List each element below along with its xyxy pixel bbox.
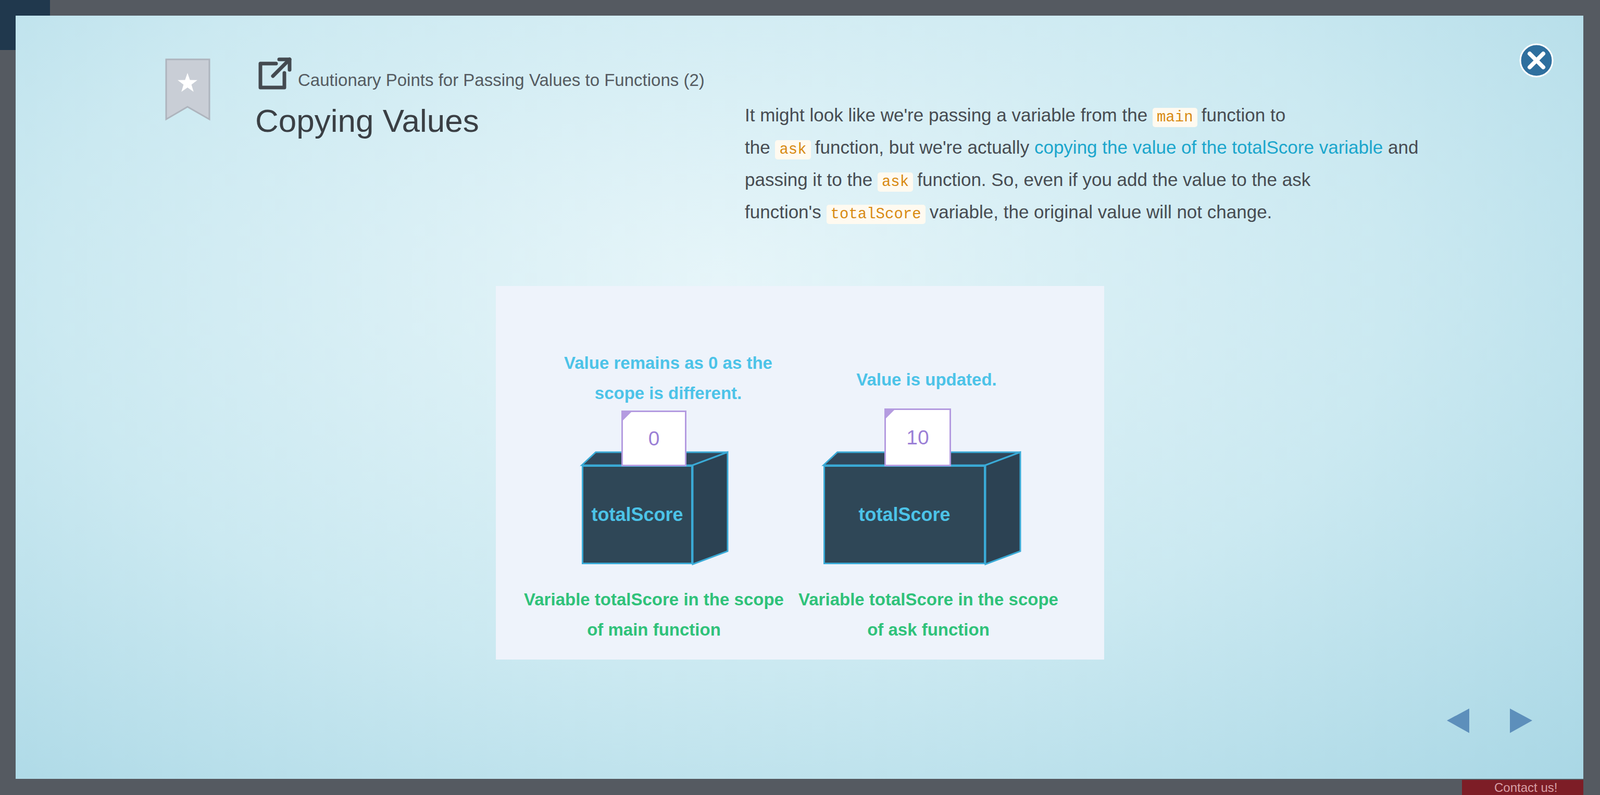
variable-name: totalScore bbox=[591, 503, 683, 526]
bookmark-icon bbox=[166, 59, 210, 120]
scope-caption: Variable totalScore in the scope of main… bbox=[518, 584, 790, 645]
slide-title: Copying Values bbox=[255, 102, 480, 140]
contact-bar: Contact us! bbox=[1461, 779, 1584, 795]
paragraph-text: variable, the original value will not ch… bbox=[929, 201, 1273, 222]
star-icon bbox=[177, 72, 198, 92]
inline-code: ask bbox=[877, 172, 914, 192]
diagram-panel bbox=[495, 285, 1105, 660]
value-number: 0 bbox=[648, 427, 660, 450]
paragraph-text: It might look like we're passing a varia… bbox=[744, 104, 1148, 125]
paragraph-text: function, but we're actually bbox=[815, 136, 1030, 158]
inline-code: ask bbox=[775, 140, 811, 160]
cube-side bbox=[985, 452, 1021, 565]
next-arrow bbox=[1509, 708, 1533, 733]
explanation-paragraph: It might look like we're passing a varia… bbox=[744, 100, 1422, 230]
cube-faces bbox=[581, 452, 1021, 565]
variable-box: totalScoreVariable totalScore in the sco… bbox=[823, 465, 986, 565]
annotation: Value is updated. bbox=[814, 364, 1039, 395]
inline-code: main bbox=[1152, 107, 1198, 128]
scope-caption: Variable totalScore in the scope of ask … bbox=[793, 584, 1065, 645]
variable-name: totalScore bbox=[858, 503, 950, 526]
annotation: Value remains as 0 as the scope is diffe… bbox=[556, 347, 781, 409]
value-number: 10 bbox=[906, 426, 929, 449]
variable-box: totalScoreVariable totalScore in the sco… bbox=[581, 465, 693, 565]
close-button bbox=[1520, 44, 1553, 77]
external-link-icon bbox=[260, 59, 290, 88]
value-paper: 0 bbox=[621, 410, 687, 467]
contact-link: Contact us! bbox=[1494, 779, 1558, 795]
inline-code: totalScore bbox=[826, 204, 926, 224]
value-paper: 10 bbox=[884, 408, 952, 467]
prev-arrow bbox=[1446, 708, 1470, 733]
cube-side bbox=[692, 452, 728, 565]
breadcrumb: Cautionary Points for Passing Values to … bbox=[297, 70, 705, 91]
highlight-text: copying the value of the totalScore vari… bbox=[1034, 136, 1383, 158]
